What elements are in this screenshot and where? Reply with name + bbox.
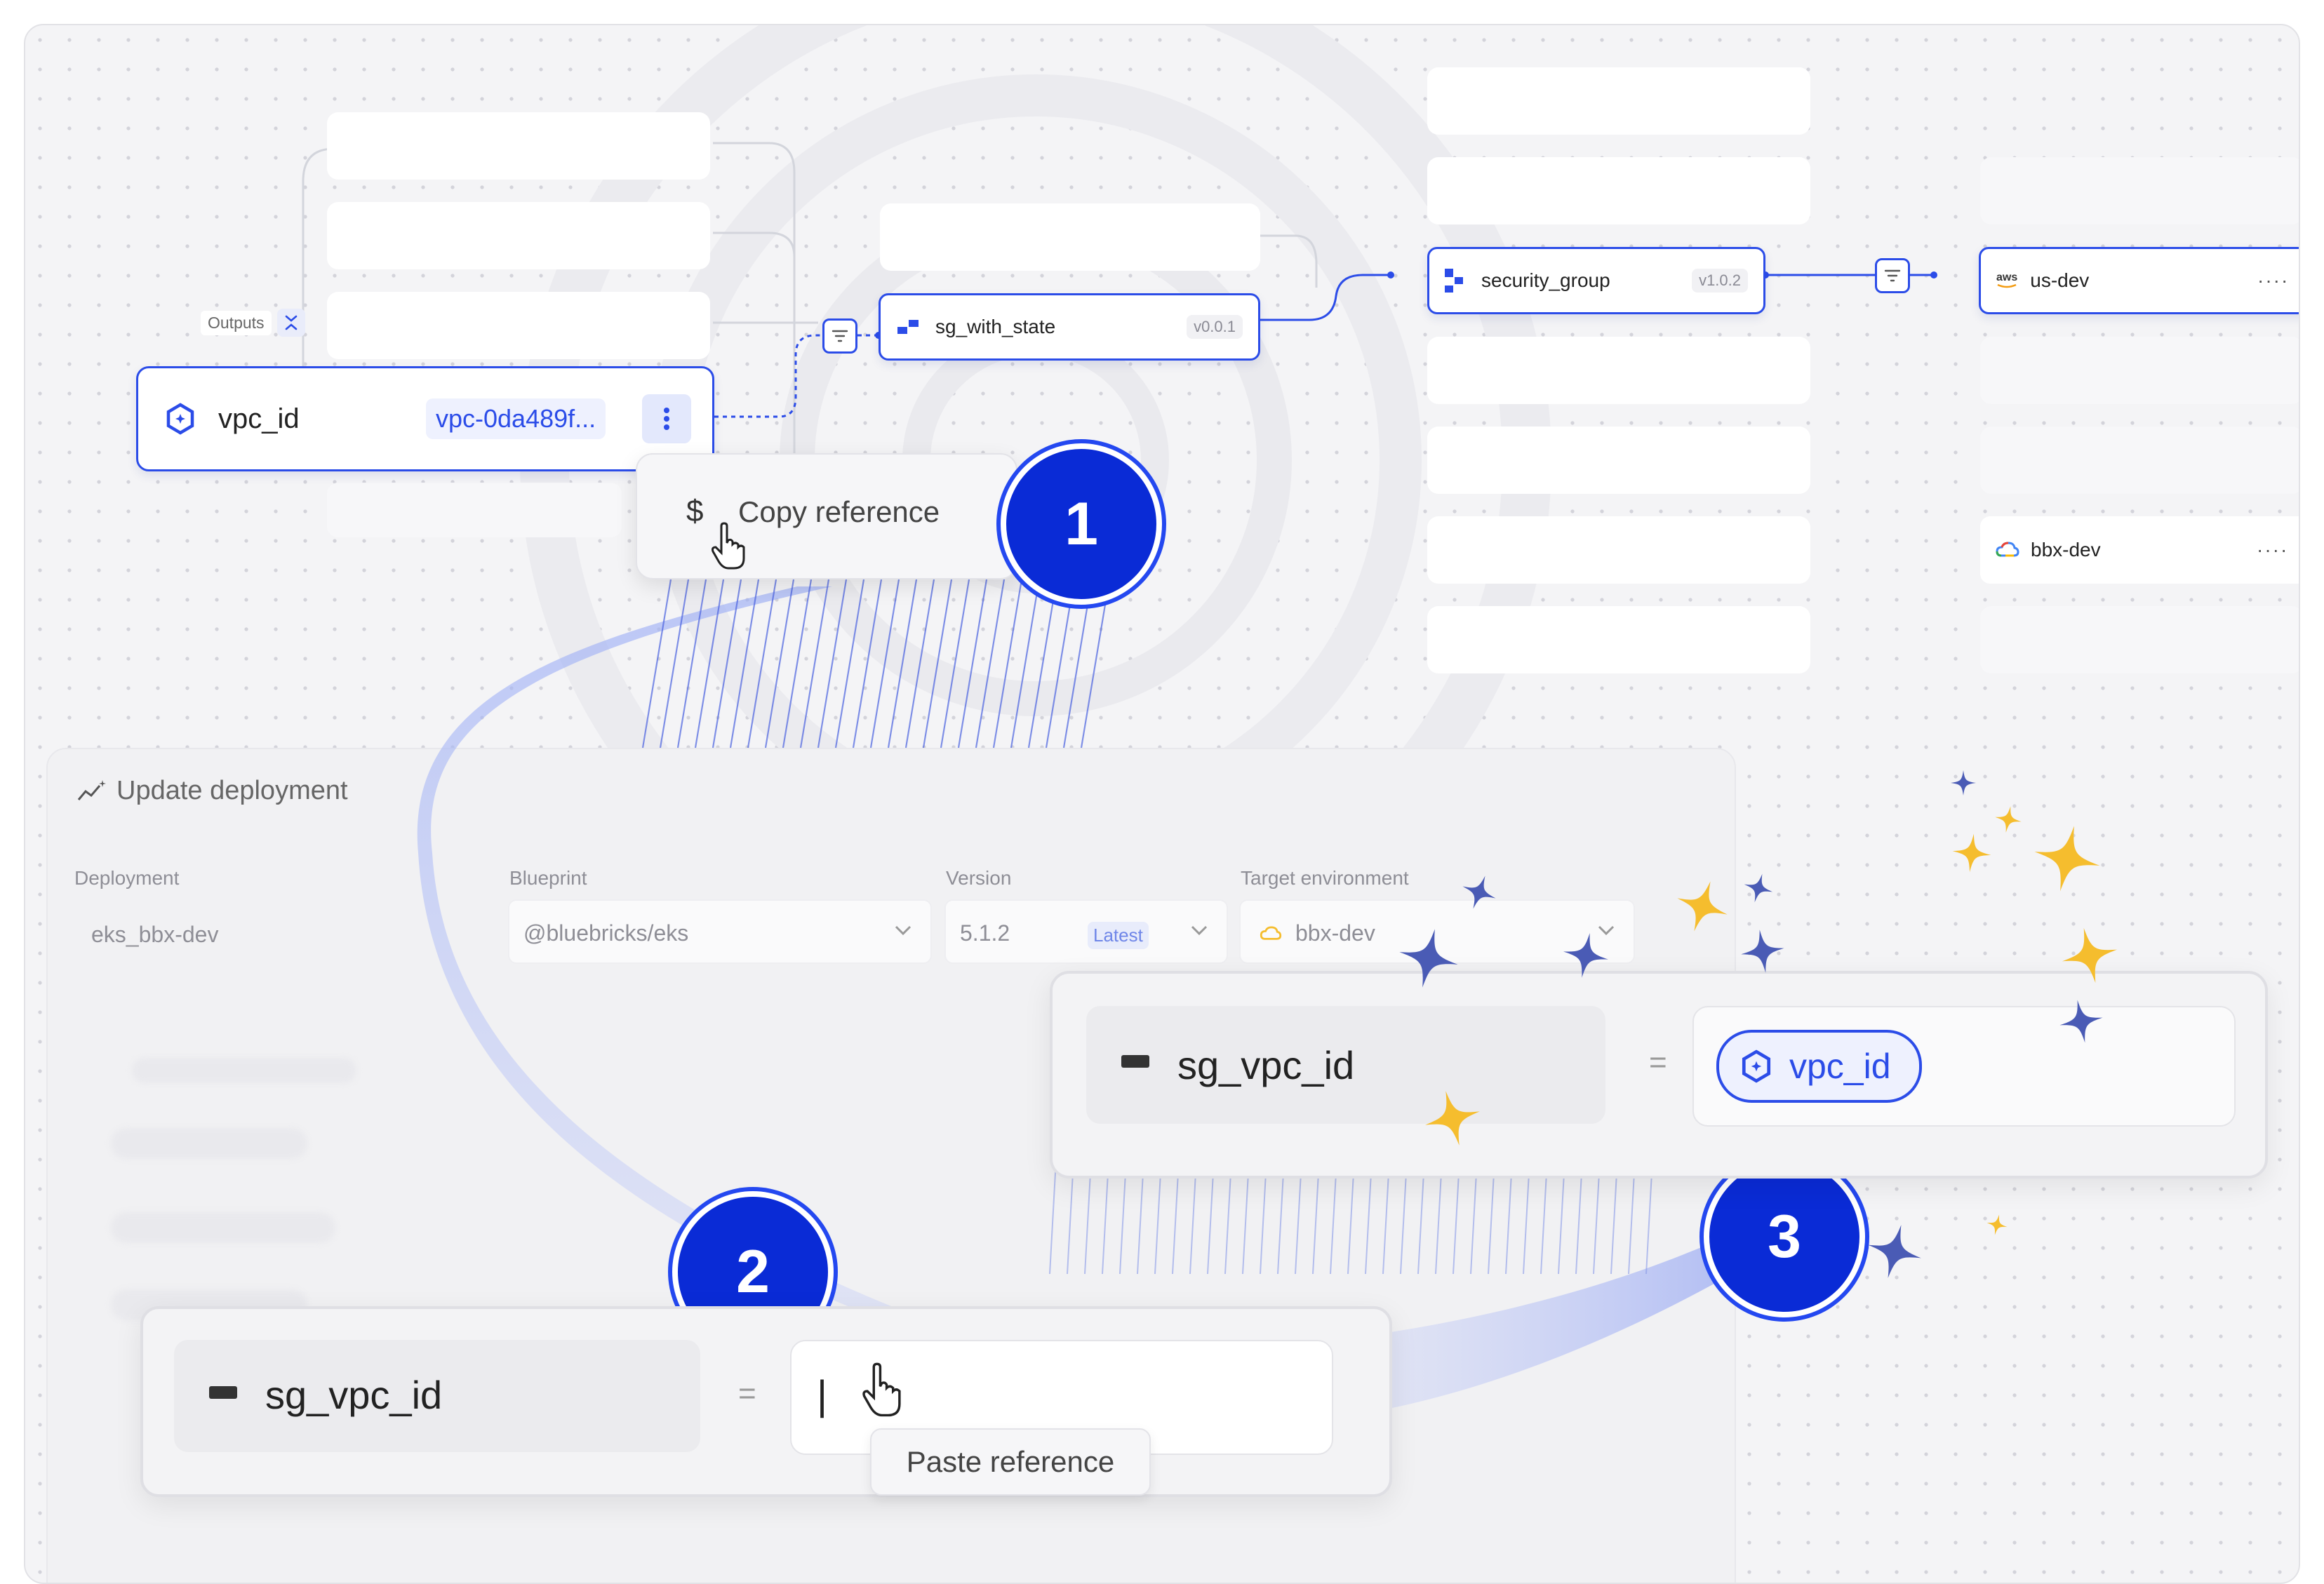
hand-pointer-icon (712, 522, 745, 570)
collapse-icon[interactable] (276, 309, 305, 337)
variable-name: sg_vpc_id (265, 1373, 443, 1417)
placeholder-node (327, 112, 710, 180)
version-tag: v0.0.1 (1187, 315, 1243, 339)
placeholder-node (1980, 337, 2299, 404)
equals-sign: = (1649, 1045, 1667, 1080)
blueprint-icon (897, 318, 923, 335)
output-name: vpc_id (218, 403, 300, 434)
variable-mapping-card-result: sg_vpc_id = vpc_id (1050, 971, 2268, 1179)
paste-reference-tooltip[interactable]: Paste reference (870, 1428, 1151, 1496)
panel-title: Update deployment (116, 776, 348, 805)
text-cursor: | (817, 1373, 828, 1418)
placeholder-node (1427, 67, 1810, 135)
security-group-node[interactable]: security_group v1.0.2 (1427, 247, 1765, 314)
outputs-toggle[interactable]: Outputs (201, 309, 305, 337)
sparkle-chart-icon (77, 779, 106, 800)
latest-badge: Latest (1088, 922, 1149, 949)
vpc-output-node[interactable]: vpc_id vpc-0da489f... (136, 366, 714, 471)
graph-connectors (302, 142, 1937, 453)
blueprint-icon (1445, 269, 1469, 293)
variable-type-icon (209, 1386, 237, 1399)
variable-name-field: sg_vpc_id (174, 1340, 700, 1452)
placeholder-node (1980, 606, 2299, 673)
node-label: sg_with_state (935, 316, 1056, 337)
placeholder-node (1427, 337, 1810, 404)
panel-header: Update deployment (76, 776, 348, 806)
blueprint-label: Blueprint (509, 867, 587, 889)
kebab-menu-icon[interactable] (642, 394, 691, 443)
reference-chip[interactable]: vpc_id (1716, 1030, 1922, 1103)
version-select[interactable]: 5.1.2 Latest (944, 899, 1228, 964)
node-label: security_group (1481, 269, 1610, 291)
variable-name-field: sg_vpc_id (1086, 1006, 1605, 1124)
env-us-dev-node[interactable]: aws us-dev ···· (1979, 247, 2299, 314)
chevron-down-icon (1598, 925, 1615, 936)
flow-ribbons (417, 579, 1779, 1414)
dollar-icon: $ (686, 494, 704, 528)
version-value: 5.1.2 (960, 920, 1010, 946)
chevron-down-icon (895, 925, 911, 936)
deployment-value: eks_bbx-dev (91, 922, 219, 947)
outputs-label: Outputs (201, 310, 272, 335)
sg-with-state-node[interactable]: sg_with_state v0.0.1 (879, 293, 1260, 361)
placeholder-row (111, 1212, 335, 1243)
module-icon (163, 402, 197, 436)
aws-icon: aws (1996, 272, 2017, 289)
filter-icon[interactable] (822, 318, 857, 354)
placeholder-node (1427, 427, 1810, 494)
version-label: Version (946, 867, 1012, 889)
version-tag: v1.0.2 (1692, 269, 1748, 293)
placeholder-row (132, 1058, 356, 1083)
env-bbx-dev-node[interactable]: bbx-dev ···· (1980, 516, 2299, 584)
hand-pointer-icon (862, 1362, 901, 1417)
blueprint-value: @bluebricks/eks (523, 920, 689, 946)
env-label: us-dev (2030, 269, 2090, 291)
variable-mapping-card-paste: sg_vpc_id = | Paste reference (140, 1306, 1392, 1497)
reference-chip-label: vpc_id (1789, 1047, 1891, 1086)
paste-reference-label: Paste reference (906, 1445, 1115, 1478)
step-badge-1: 1 (1006, 449, 1156, 599)
deployment-label: Deployment (74, 867, 180, 889)
module-icon (1742, 1049, 1771, 1083)
placeholder-node (327, 483, 622, 537)
celebration-stars (1393, 770, 2123, 1285)
step-badge-3: 3 (1709, 1162, 1859, 1312)
env-label: bbx-dev (2031, 539, 2101, 561)
variable-type-icon (1121, 1055, 1149, 1068)
canvas: Outputs vpc_id vpc-0da489f... sg_with_st… (24, 24, 2300, 1584)
more-icon[interactable]: ···· (2257, 539, 2289, 561)
placeholder-node (1427, 516, 1810, 584)
placeholder-node (327, 292, 710, 359)
placeholder-node (1980, 157, 2299, 224)
filter-icon[interactable] (1875, 258, 1910, 293)
placeholder-node (880, 203, 1260, 271)
placeholder-row (111, 1128, 307, 1159)
placeholder-node (327, 202, 710, 269)
gcp-cloud-icon (1996, 542, 2019, 558)
equals-sign: = (738, 1376, 756, 1411)
more-icon[interactable]: ···· (2257, 269, 2290, 291)
reference-value-field[interactable]: vpc_id (1692, 1006, 2236, 1127)
copy-reference-label[interactable]: Copy reference (738, 495, 940, 528)
placeholder-node (1980, 427, 2299, 494)
output-value: vpc-0da489f... (426, 398, 606, 439)
chevron-down-icon (1191, 925, 1208, 936)
target-env-label: Target environment (1241, 867, 1409, 889)
target-env-value: bbx-dev (1295, 920, 1375, 946)
placeholder-node (1427, 157, 1810, 224)
blueprint-select[interactable]: @bluebricks/eks (508, 899, 932, 964)
gcp-cloud-icon (1260, 926, 1282, 940)
variable-name: sg_vpc_id (1177, 1043, 1355, 1087)
copy-reference-menu[interactable]: $ Copy reference (636, 453, 1017, 579)
placeholder-node (1427, 606, 1810, 673)
